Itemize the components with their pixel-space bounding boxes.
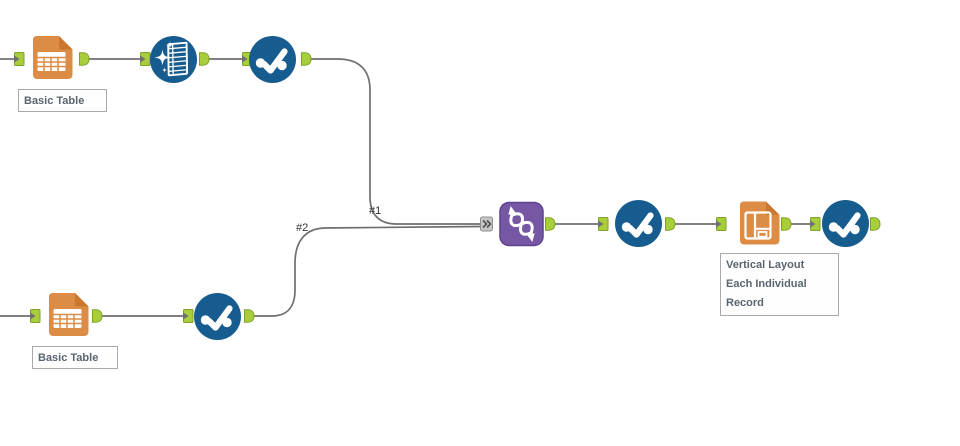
input-anchor[interactable]	[29, 309, 41, 323]
input-anchor[interactable]	[139, 52, 151, 66]
tool-browse-3 browse-check-icon[interactable]	[615, 200, 662, 247]
annotation-basic-table-1[interactable]: Basic Table	[18, 89, 107, 112]
output-anchor[interactable]	[199, 52, 210, 66]
tool-browse-2 browse-check-icon[interactable]	[194, 293, 241, 340]
output-anchor[interactable]	[870, 217, 881, 231]
tool-render-table sparkle-table-icon[interactable]	[149, 35, 198, 84]
output-anchor[interactable]	[244, 309, 255, 323]
annotation-vertical-layout[interactable]: Vertical Layout Each Individual Record	[720, 253, 839, 316]
input-anchor[interactable]	[715, 217, 727, 231]
output-anchor[interactable]	[545, 217, 556, 231]
wire-1-browse-1-to-join[interactable]	[311, 58, 481, 225]
tool-join-multiple dna-helix-icon[interactable]	[498, 201, 545, 247]
multi-input-anchor[interactable]	[479, 216, 494, 232]
tool-basic-table-1 document-table-icon[interactable]	[32, 35, 74, 80]
tool-browse-1 browse-check-icon[interactable]	[249, 36, 296, 83]
tool-basic-table-2 document-table-icon[interactable]	[48, 292, 90, 337]
tool-vertical-layout document-layout-icon[interactable]	[738, 200, 781, 246]
connection-label-1: #1	[369, 205, 382, 217]
tool-browse-4 browse-check-icon[interactable]	[822, 200, 869, 247]
connection-label-2: #2	[296, 222, 309, 234]
output-anchor[interactable]	[301, 52, 312, 66]
input-anchor[interactable]	[809, 217, 821, 231]
input-anchor[interactable]	[182, 309, 194, 323]
output-anchor[interactable]	[79, 52, 90, 66]
output-anchor[interactable]	[781, 217, 792, 231]
input-anchor[interactable]	[597, 217, 609, 231]
output-anchor[interactable]	[92, 309, 103, 323]
input-anchor[interactable]	[13, 52, 25, 66]
output-anchor[interactable]	[665, 217, 676, 231]
wire-2-browse-2-to-join[interactable]	[254, 225, 482, 317]
annotation-basic-table-2[interactable]: Basic Table	[32, 346, 118, 369]
